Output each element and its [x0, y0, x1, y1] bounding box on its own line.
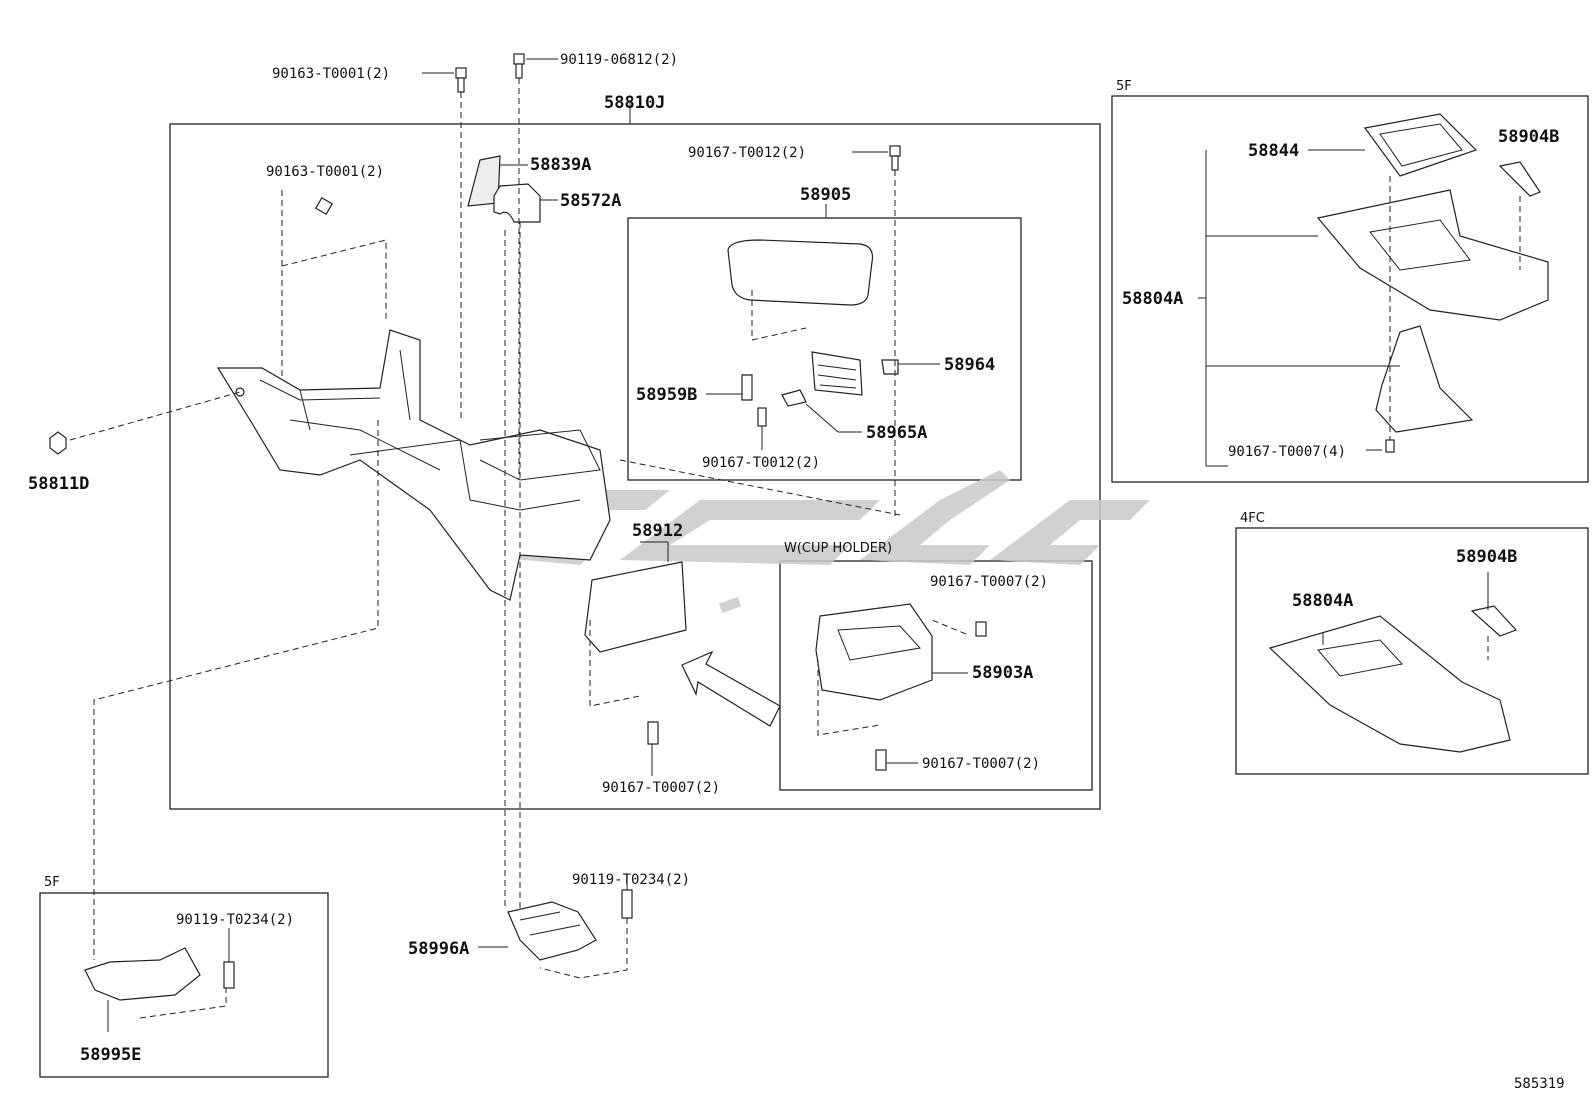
label-58995e: 58995E: [80, 1045, 141, 1065]
rear-panel-58912: [584, 561, 687, 653]
leader-lines: [107, 58, 1489, 1032]
label-58810j: 58810J: [604, 93, 665, 113]
label-58811d: 58811D: [28, 474, 89, 494]
console-panel-58804A-4fc: [1268, 615, 1511, 753]
label-58903a: 58903A: [972, 663, 1033, 683]
label-58965a: 58965A: [866, 423, 927, 443]
console-body-58810J: [216, 329, 611, 601]
dashed-assembly-lines: [69, 78, 1521, 1019]
clip-58904B-5f: [1498, 161, 1541, 197]
main-assembly-frame: [169, 123, 1101, 810]
fasteners: [49, 53, 1395, 989]
cup-holder-58903A: [815, 603, 933, 701]
bracket-58995E: [84, 947, 201, 1001]
label-58964: 58964: [944, 355, 995, 375]
armrest-lid-58905: [727, 239, 874, 306]
spring-58959B: [741, 374, 753, 401]
label-90167-t0012-arm: 90167-T0012(2): [702, 455, 820, 471]
label-58904b-4fc: 58904B: [1456, 547, 1517, 567]
label-58959b: 58959B: [636, 385, 697, 405]
cup-holder-box-title: W(CUP HOLDER): [784, 541, 892, 556]
armrest-subassembly-frame: [627, 217, 1022, 481]
armrest-hinge-58964: [811, 351, 863, 396]
label-90119-06812: 90119-06812(2): [560, 52, 678, 68]
label-58904b-5f: 58904B: [1498, 127, 1559, 147]
lever-58965A: [781, 389, 807, 407]
label-90167-t0007-bottom: 90167-T0007(2): [602, 780, 720, 796]
five-f-right-frame: [1111, 95, 1589, 483]
four-fc-frame: [1235, 527, 1589, 775]
label-58912: 58912: [632, 521, 683, 541]
label-58804a-4fc: 58804A: [1292, 591, 1353, 611]
shift-bezel-58844: [1363, 113, 1478, 177]
label-58905: 58905: [800, 185, 851, 205]
bracket-58572A: [493, 183, 541, 223]
clip-58904B-4fc: [1470, 605, 1518, 637]
label-58844: 58844: [1248, 141, 1299, 161]
label-58839a: 58839A: [530, 155, 591, 175]
label-90167-t0007-cup2: 90167-T0007(2): [922, 756, 1040, 772]
label-58572a: 58572A: [560, 191, 621, 211]
label-90167-t0007-5f: 90167-T0007(4): [1228, 444, 1346, 460]
shift-boot-5f: [1375, 325, 1474, 433]
lock-clip-58964: [881, 359, 899, 375]
console-panel-58804A-5f: [1316, 189, 1549, 321]
label-90119-t0234-5f: 90119-T0234(2): [176, 912, 294, 928]
label-58804a-5f: 58804A: [1122, 289, 1183, 309]
five-f-right-box-title: 5F: [1116, 79, 1132, 94]
five-f-left-frame: [39, 892, 329, 1078]
direction-arrow: [681, 650, 781, 727]
label-90167-t0012-top: 90167-T0012(2): [688, 145, 806, 161]
label-90167-t0007-cup1: 90167-T0007(2): [930, 574, 1048, 590]
label-90163-t0001-mid: 90163-T0001(2): [266, 164, 384, 180]
label-58996a: 58996A: [408, 939, 469, 959]
label-90119-t0234-bottom: 90119-T0234(2): [572, 872, 690, 888]
label-90163-t0001-top: 90163-T0001(2): [272, 66, 390, 82]
four-fc-box-title: 4FC: [1240, 511, 1265, 526]
figure-id: 585319: [1514, 1076, 1565, 1092]
five-f-left-box-title: 5F: [44, 875, 60, 890]
